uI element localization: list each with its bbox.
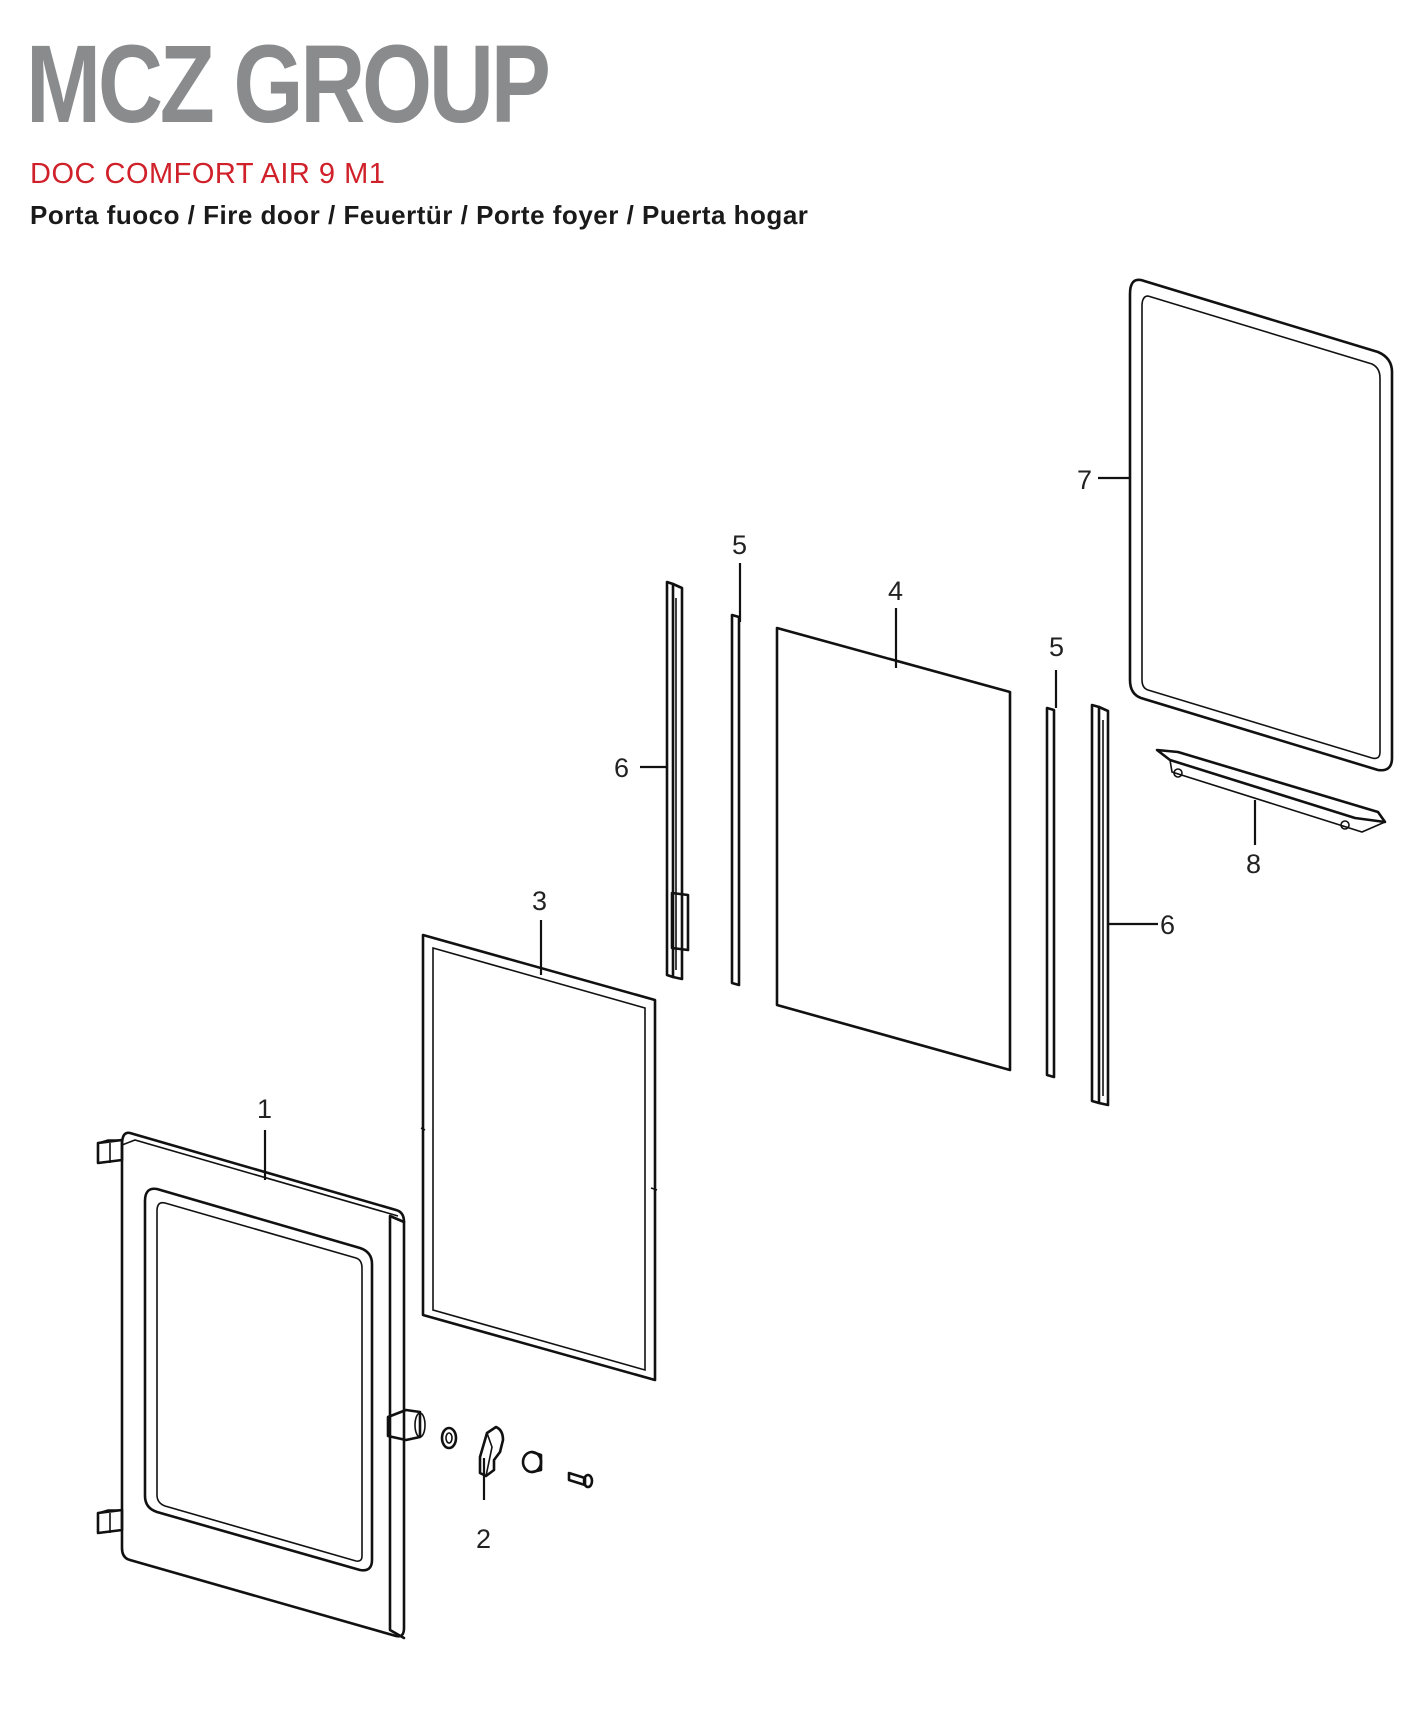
part-8-profile [1155, 748, 1387, 833]
diagram-subtitle: Porta fuoco / Fire door / Feuertür / Por… [30, 200, 809, 230]
part-4-glass [775, 626, 1012, 1072]
callout-5b: 5 [1049, 632, 1064, 662]
part-1-door [96, 1131, 426, 1640]
part-6-profile-left [665, 580, 690, 981]
callout-1: 1 [257, 1094, 272, 1124]
callout-6b: 6 [1160, 910, 1175, 940]
callout-4: 4 [888, 576, 903, 606]
part-7-frame [1128, 278, 1394, 772]
model-title: DOC COMFORT AIR 9 M1 [30, 158, 386, 190]
callout-7: 7 [1077, 465, 1092, 495]
brand-logo: MCZ GROUP [26, 23, 551, 146]
part-5-strip-left [730, 613, 741, 987]
part-2-latch-kit [440, 1425, 594, 1489]
part-3-gasket [420, 933, 658, 1382]
callout-8: 8 [1246, 849, 1261, 879]
part-5-strip-right [1045, 706, 1056, 1079]
callout-5a: 5 [732, 530, 747, 560]
callout-3: 3 [532, 886, 547, 916]
callout-2: 2 [476, 1524, 491, 1554]
part-6-profile-right [1090, 703, 1110, 1107]
callout-6a: 6 [614, 753, 629, 783]
